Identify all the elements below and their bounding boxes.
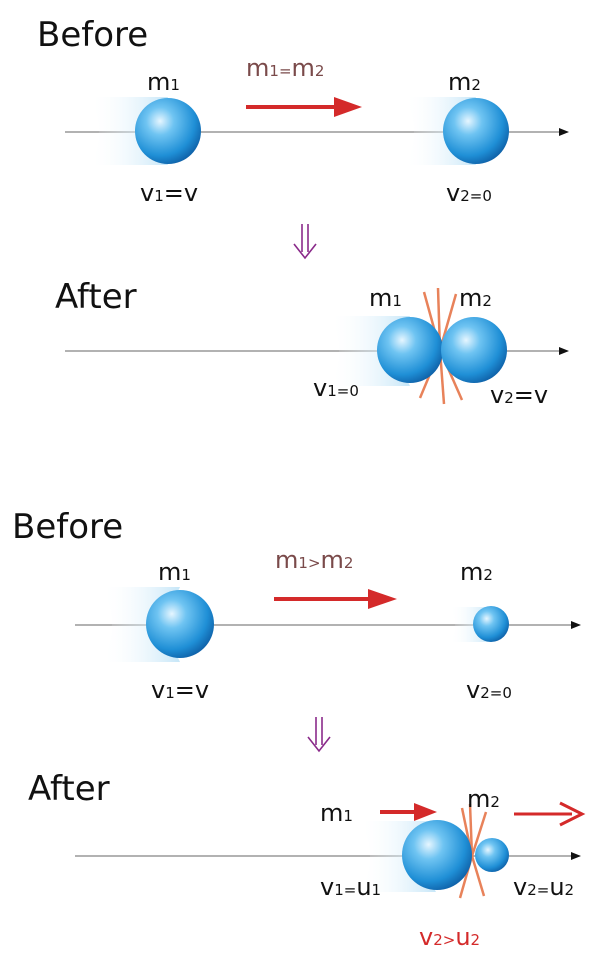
scenario2-before: Before m1 m2 m1>m2 v1=v v2=0 [12,507,581,704]
ball-m1 [135,98,201,164]
label-m1: m1 [158,558,191,586]
label-m1: m1 [369,284,402,312]
before-heading: Before [12,507,123,547]
mass-condition: m1=m2 [246,54,324,82]
velocity-arrow [246,97,362,117]
label-v1: v1=v [140,179,198,207]
label-v2: v2=v [490,381,548,409]
ball-m1 [402,820,472,890]
after-heading: After [55,277,137,317]
scenario1-before: Before m1 m2 m1=m2 v1=v v2=0 [37,15,569,207]
ball-m2 [441,317,507,383]
label-m2: m2 [467,785,500,813]
transition-arrow [307,717,331,753]
label-m2: m2 [459,284,492,312]
ball-m2 [443,98,509,164]
label-m1: m1 [147,68,180,96]
label-m2: m2 [460,558,493,586]
after-heading: After [28,769,110,809]
velocity-arrow-m1 [380,803,437,821]
before-heading: Before [37,15,148,55]
ball-m1 [377,317,443,383]
label-v1: v1=u1 [320,873,381,901]
ball-m1 [146,590,214,658]
label-v2: v2=0 [466,676,512,704]
scenario2-after: After m1 m2 v1=u1 v2=u2 v2>u2 [28,769,586,951]
scenario1-after: After m1 m2 v1=0 v2=v [55,277,569,409]
result-inequality: v2>u2 [419,923,480,951]
ball-m2 [473,606,509,642]
velocity-arrow-m2 [514,801,586,827]
label-v1: v1=v [151,676,209,704]
label-v1: v1=0 [313,374,359,402]
collision-burst [458,803,488,899]
label-m2: m2 [448,68,481,96]
label-m1: m1 [320,799,353,827]
label-v2: v2=u2 [513,873,574,901]
ball-m2 [475,838,509,872]
label-v2: v2=0 [446,179,492,207]
velocity-arrow [274,589,397,609]
transition-arrow [293,224,317,260]
mass-condition: m1>m2 [275,546,353,574]
